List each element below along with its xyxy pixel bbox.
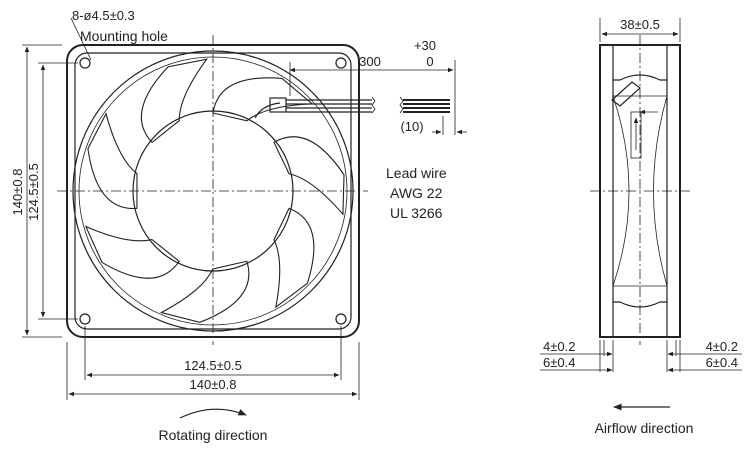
side-dimensions: 38±0.5 4±0.2 6±0.4 4±0.2 6±0.4 Airflow d… (540, 17, 742, 436)
mounting-hole-tr (335, 57, 347, 69)
fan-blade (87, 112, 138, 209)
fan-blade (212, 77, 314, 122)
left-flange-inner: 4±0.2 (543, 339, 575, 354)
fan-side-view (590, 35, 690, 345)
mounting-hole-spec: 8-ø4.5±0.3 (72, 8, 135, 23)
fan-blade (159, 260, 250, 323)
side-wire-exit (611, 81, 641, 107)
dim-height-outer: 140±0.8 (10, 169, 25, 216)
side-depth: 38±0.5 (620, 17, 660, 32)
rotating-arrow-icon (179, 408, 247, 419)
fan-blade (273, 136, 345, 216)
fan-blade (140, 58, 209, 144)
dim-width-outer: 140±0.8 (190, 377, 237, 392)
lead-wire-tolerance-zero: 0 (426, 54, 433, 69)
lead-wire-gauge: AWG 22 (390, 185, 443, 201)
rotating-direction-label: Rotating direction (159, 427, 268, 443)
mounting-hole-tl (79, 57, 91, 69)
dim-height-holes: 124.5±0.5 (26, 163, 41, 221)
fan-blades (84, 58, 345, 323)
fan-blade (273, 207, 315, 309)
fan-front-view (57, 35, 450, 345)
front-dimensions: 8-ø4.5±0.3 Mounting hole 140±0.8 124.5±0… (10, 8, 360, 443)
mounting-hole-br (335, 313, 347, 325)
mounting-hole-label: Mounting hole (80, 28, 168, 44)
right-flange-outer: 6±0.4 (706, 355, 738, 370)
lead-wire-standard: UL 3266 (390, 205, 443, 221)
lead-wire-drawing (254, 96, 450, 119)
mounting-holes (79, 57, 347, 325)
airflow-direction-label: Airflow direction (595, 420, 694, 436)
dim-width-holes: 124.5±0.5 (184, 358, 242, 373)
lead-wire-dimensions: +30 300 0 (10) Lead wire AWG 22 UL 3266 (289, 38, 467, 221)
mounting-hole-bl (79, 313, 91, 325)
left-flange-outer: 6±0.4 (543, 355, 575, 370)
lead-wire-length: 300 (359, 54, 381, 69)
fan-blade (84, 225, 180, 279)
right-flange-inner: 4±0.2 (706, 339, 738, 354)
lead-wire-strip-length: (10) (400, 119, 423, 134)
lead-wire-title: Lead wire (386, 165, 447, 181)
lead-wire-tolerance-plus: +30 (414, 38, 436, 53)
